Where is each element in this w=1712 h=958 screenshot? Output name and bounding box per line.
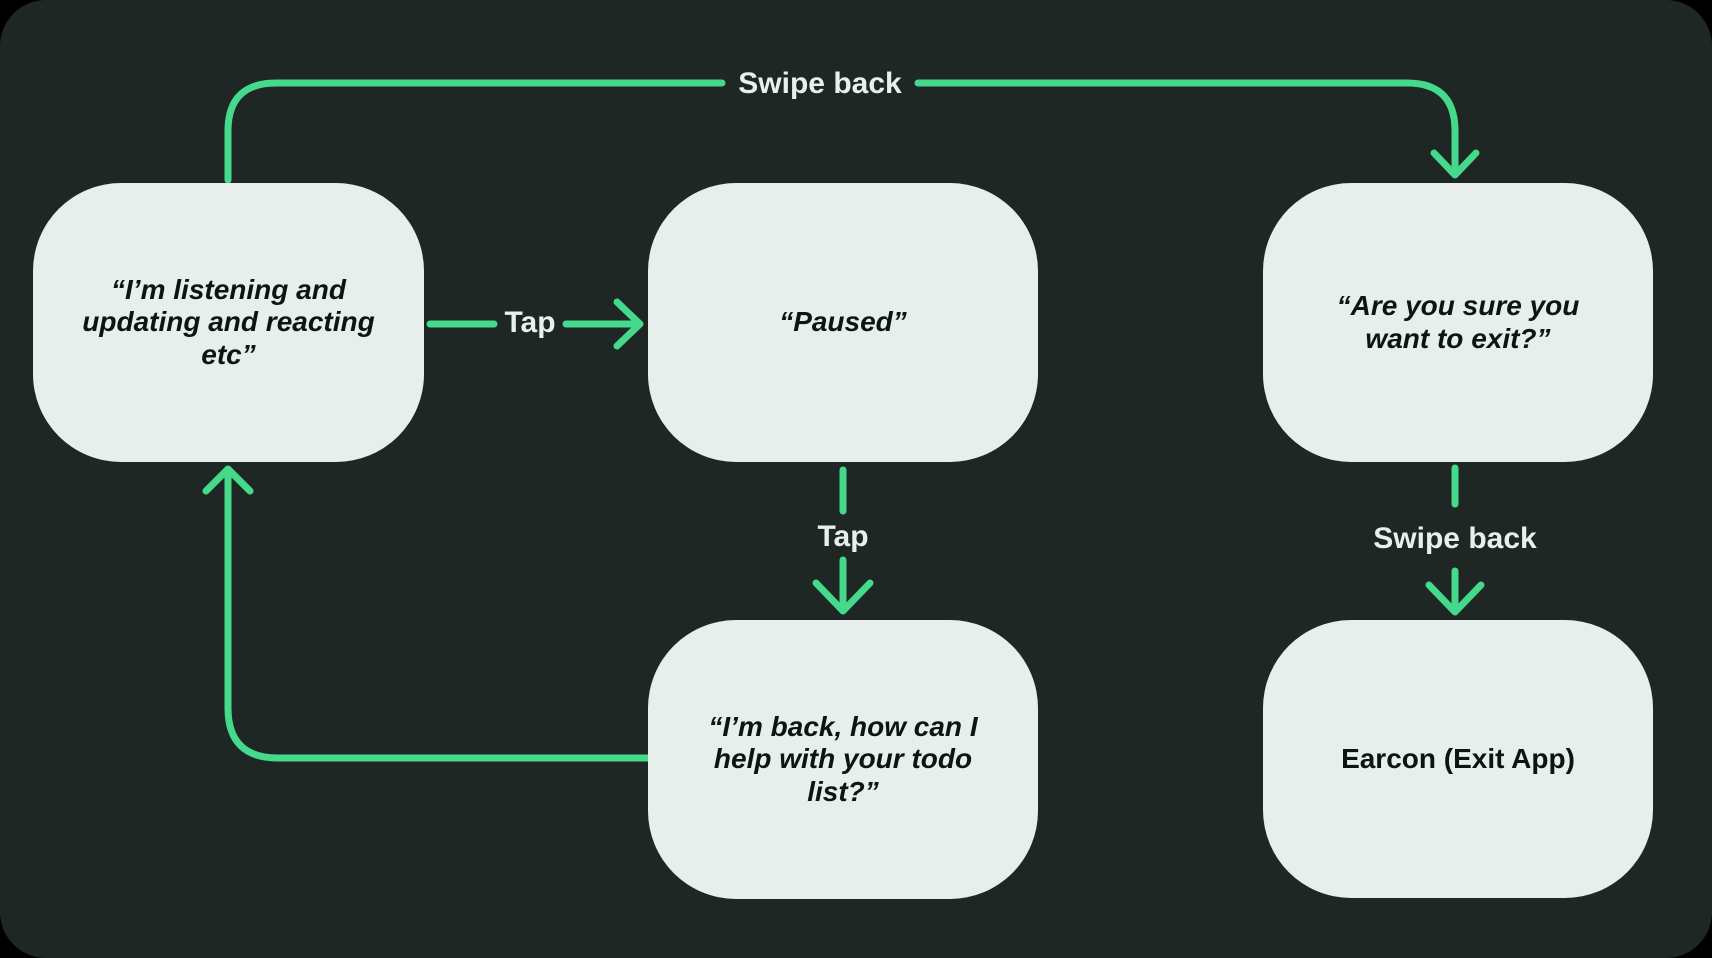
swipe-back-top-arrow xyxy=(224,79,1480,184)
edge-label-swipe-back-right: Swipe back xyxy=(1373,522,1537,555)
node-earcon-exit: Earcon (Exit App) xyxy=(1263,620,1653,898)
return-loop-arrow xyxy=(202,465,652,762)
node-listening: “I’m listening and updating and reacting… xyxy=(33,183,424,462)
node-paused: “Paused” xyxy=(648,183,1038,462)
edge-label-tap-down: Tap xyxy=(817,520,869,553)
node-back-greeting: “I’m back, how can I help with your todo… xyxy=(648,620,1038,899)
tap-down-arrow xyxy=(812,466,874,615)
node-confirm-exit: “Are you sure you want to exit?” xyxy=(1263,183,1653,462)
edge-label-swipe-back-top: Swipe back xyxy=(738,67,902,100)
tap-right-arrow xyxy=(426,298,644,350)
swipe-back-down-arrow xyxy=(1425,464,1485,616)
edge-label-tap-right: Tap xyxy=(504,306,556,339)
